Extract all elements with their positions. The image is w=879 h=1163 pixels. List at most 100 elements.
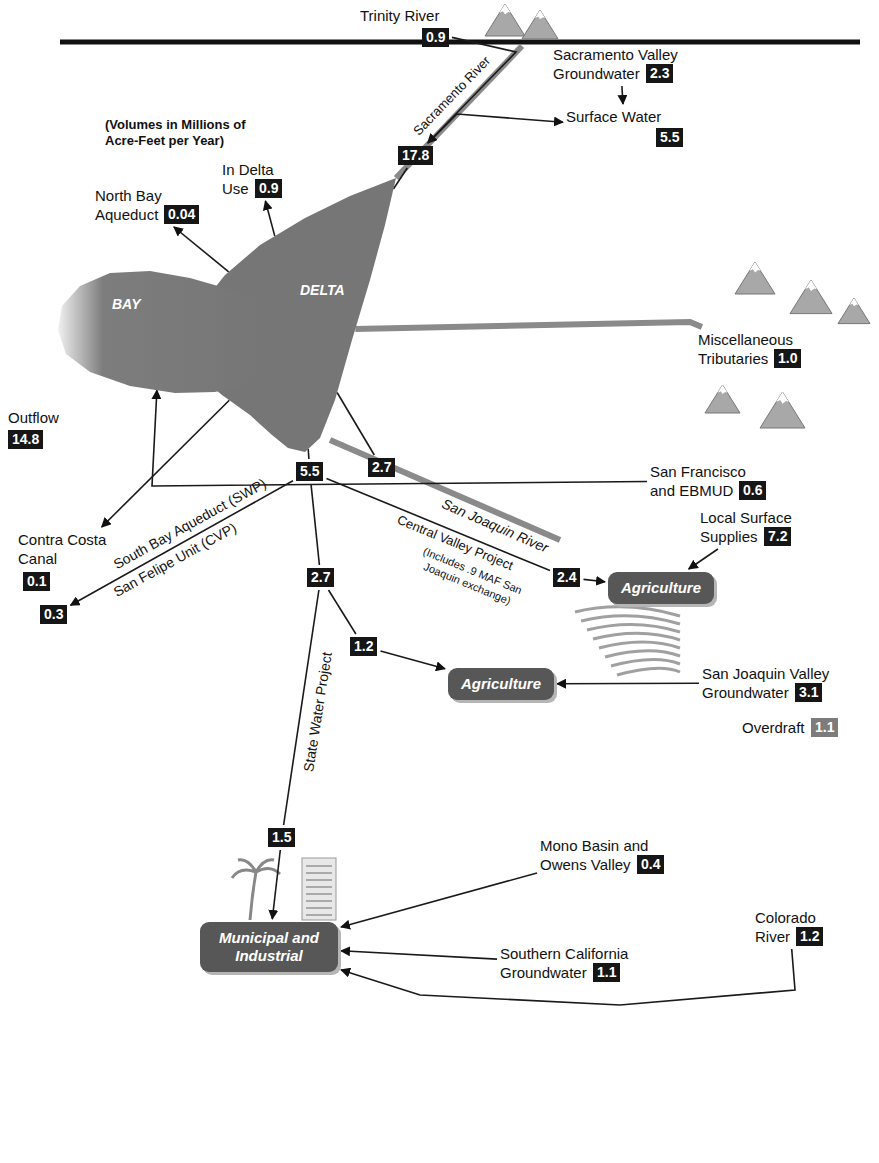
- flow-arrow: [428, 37, 516, 143]
- flow-use: North Bay Aqueduct0.04: [95, 186, 199, 224]
- mountain: [790, 280, 832, 314]
- use-box: Municipal and Industrial: [200, 922, 338, 972]
- use-box: Agriculture: [448, 668, 554, 700]
- window-row: [306, 900, 332, 902]
- flow-volume: 2.4: [553, 568, 580, 587]
- flow-arrow: [174, 227, 229, 272]
- snowcap: [776, 392, 789, 404]
- flow-source: San Joaquin Valley Groundwater3.1: [702, 664, 842, 702]
- volume-number: 1.5: [272, 829, 291, 845]
- flow-name: Trinity River: [360, 6, 439, 25]
- volume-number: 1.1: [811, 718, 838, 737]
- field-row: [599, 642, 680, 648]
- city-illustration: [232, 858, 336, 920]
- flow-arrow: [584, 579, 606, 581]
- volume-number: 2.4: [557, 569, 576, 585]
- flow-volume: 17.8: [398, 146, 433, 165]
- flow-arrow: [689, 549, 718, 569]
- flow-arrow: [265, 201, 274, 236]
- volume-number: 0.4: [637, 855, 664, 874]
- flow-arrow: [428, 114, 563, 143]
- building: [302, 858, 336, 920]
- volume-number: 1.2: [354, 638, 373, 654]
- flow-arrow: [337, 393, 374, 456]
- mountains: [485, 4, 870, 428]
- window-row: [306, 914, 332, 916]
- window-row: [306, 865, 332, 867]
- flow-source: Colorado River1.2: [755, 908, 825, 946]
- flow-volume: 2.7: [368, 458, 395, 477]
- mountain: [760, 392, 805, 428]
- flow-volume: 5.5: [296, 462, 323, 481]
- use-name: Agriculture: [461, 675, 541, 692]
- palm-leaves: [232, 860, 280, 878]
- flow-volume: 0.3: [40, 605, 67, 624]
- flow-arrow: [622, 86, 623, 104]
- window-row: [306, 872, 332, 874]
- field-row: [605, 651, 680, 657]
- volume-number: 5.5: [300, 463, 319, 479]
- flow-use: Outflow 14.8: [8, 408, 59, 449]
- region-outline: [58, 271, 262, 393]
- mountain: [522, 10, 558, 39]
- window-row: [306, 879, 332, 881]
- flow-arrow: [311, 484, 319, 565]
- use-box: Agriculture: [608, 572, 714, 604]
- flow-arrow: [355, 322, 702, 329]
- volume-number: 14.8: [8, 430, 43, 449]
- flow-arrow: [272, 850, 280, 919]
- volume-number: 17.8: [402, 147, 429, 163]
- window-row: [306, 886, 332, 888]
- flow-arrow: [341, 951, 497, 959]
- flow-name: Outflow: [8, 408, 59, 427]
- fields: [575, 607, 680, 675]
- region-shape: [58, 271, 262, 393]
- snowcap: [718, 385, 728, 394]
- field-row: [581, 616, 680, 624]
- flow-use: San Francisco and EBMUD0.6: [650, 462, 766, 500]
- volume-number: 0.9: [422, 28, 449, 47]
- volume-number: 0.1: [23, 572, 50, 591]
- volume-number: 5.5: [656, 128, 683, 147]
- flow-name: Contra Costa Canal: [18, 530, 118, 568]
- field-row: [617, 668, 680, 675]
- project-name: State Water Project: [300, 651, 336, 773]
- flow-source: Sacramento Valley Groundwater2.3: [553, 45, 688, 83]
- flow-arrow: [381, 651, 446, 669]
- window-row: [306, 893, 332, 895]
- flow-use: Contra Costa Canal 0.1: [18, 530, 118, 591]
- field-row: [611, 659, 680, 666]
- volume-number: 1.2: [796, 927, 823, 946]
- mountain: [705, 385, 740, 413]
- snowcap: [499, 4, 510, 14]
- window-row: [306, 907, 332, 909]
- snowcap: [535, 10, 545, 19]
- flow-source: Local Surface Supplies7.2: [700, 508, 800, 546]
- volume-number: 0.04: [164, 205, 199, 224]
- volume-number: 2.7: [372, 459, 391, 475]
- flow-volume: 1.2: [350, 637, 377, 656]
- san-joaquin-river: [330, 440, 560, 540]
- flow-volume: 1.5: [268, 828, 295, 847]
- snowcap: [805, 280, 817, 291]
- volume-number: 2.7: [311, 569, 330, 585]
- flow-source: Miscellaneous Tributaries1.0: [698, 330, 810, 368]
- flow-arrow: [152, 390, 647, 486]
- flow-arrow: [557, 682, 699, 684]
- flow-volume: 2.7: [307, 568, 334, 587]
- flow-source: Trinity River 0.9: [360, 6, 449, 47]
- field-row: [593, 633, 680, 640]
- volume-number: 0.9: [255, 179, 282, 198]
- flow-arrow: [341, 873, 537, 927]
- snowcap: [749, 262, 760, 272]
- field-row: [587, 624, 680, 632]
- overdraft-note: Overdraft1.1: [742, 718, 838, 737]
- region-name: BAY: [112, 296, 141, 312]
- flow-name: North Bay Aqueduct: [95, 186, 175, 224]
- palm-trunk: [250, 872, 256, 920]
- flow-source: Southern California Groundwater1.1: [500, 944, 640, 982]
- region-name: DELTA: [300, 282, 345, 298]
- volume-number: 1.0: [774, 349, 801, 368]
- units-note: (Volumes in Millions of Acre-Feet per Ye…: [105, 117, 270, 149]
- flow-source: Mono Basin and Owens Valley0.4: [540, 836, 664, 874]
